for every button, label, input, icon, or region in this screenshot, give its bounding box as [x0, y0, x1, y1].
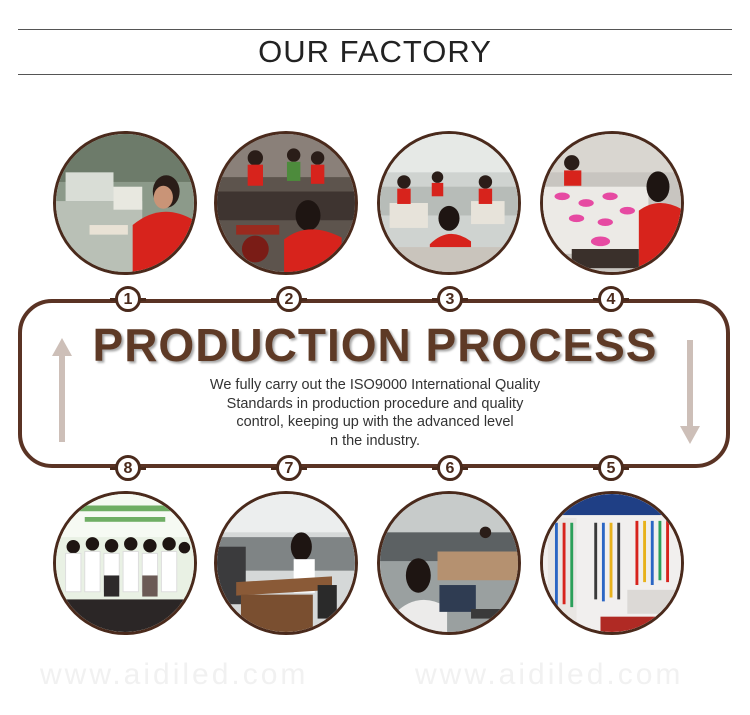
office-desk-photo — [377, 491, 521, 635]
step-number-badge: 1 — [110, 286, 146, 312]
sewing-worker-photo — [53, 131, 197, 275]
process-description: We fully carry out the ISO9000 Internati… — [170, 376, 580, 450]
description-line: n the industry. — [329, 432, 420, 449]
description-line: Standards in production procedure and qu… — [226, 395, 524, 412]
pink-parts-inspection-photo — [540, 131, 684, 275]
step-number-badge: 3 — [432, 286, 468, 312]
down-arrow-icon — [680, 340, 700, 444]
step-number-badge: 4 — [593, 286, 629, 312]
step-number-badge: 8 — [110, 455, 146, 481]
step-number-badge: 7 — [271, 455, 307, 481]
step-number-badge: 2 — [271, 286, 307, 312]
watermark: www.aidiled.com — [40, 658, 309, 691]
page-title: OUR FACTORY — [258, 34, 492, 69]
description-line: control, keeping up with the advanced le… — [236, 414, 514, 430]
step-number-badge: 6 — [432, 455, 468, 481]
description-line: We fully carry out the ISO9000 Internati… — [209, 377, 541, 393]
team-photo — [53, 491, 197, 635]
showroom-lanyards-photo — [540, 491, 684, 635]
assembly-line-photo — [214, 131, 358, 275]
top-rule — [18, 29, 732, 30]
office-worker-photo — [214, 491, 358, 635]
production-process-heading: PRODUCTION PROCESS — [92, 319, 658, 371]
watermark: www.aidiled.com — [415, 658, 684, 691]
sewing-machines-photo — [377, 131, 521, 275]
up-arrow-icon — [52, 338, 72, 442]
step-number-badge: 5 — [593, 455, 629, 481]
process-frame — [18, 299, 730, 468]
bottom-rule — [18, 74, 732, 75]
